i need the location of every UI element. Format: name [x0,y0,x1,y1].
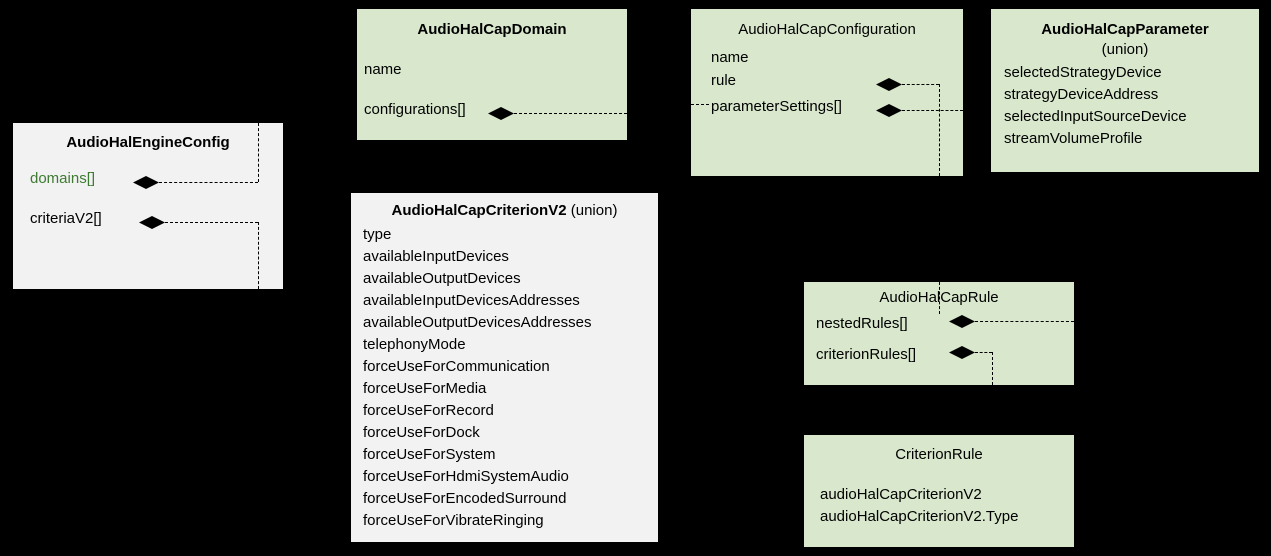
attribute-force-use-for-dock: forceUseForDock [363,424,480,441]
link-rule-vertical-gap [939,176,940,282]
link-nested-rules-horizontal [975,321,1074,322]
attribute-criterion-rules: criterionRules[] [816,346,917,363]
attribute-domains: domains[] [30,170,96,187]
class-box-audio-hal-cap-rule[interactable]: AudioHalCapRule nestedRules[] criterionR… [804,282,1074,385]
composition-diamond-rule [876,78,902,91]
attribute-force-use-for-vibrate-ringing: forceUseForVibrateRinging [363,512,544,529]
attribute-strategy-device-address: strategyDeviceAddress [1004,86,1159,103]
attribute-name: name [364,61,402,78]
attribute-stream-volume-profile: streamVolumeProfile [1004,130,1143,147]
class-box-audio-hal-cap-parameter[interactable]: AudioHalCapParameter (union) selectedStr… [991,9,1259,172]
composition-diamond-nested-rules [949,315,975,328]
attribute-audio-hal-cap-criterion-v2: audioHalCapCriterionV2 [820,486,982,503]
link-criteria-v2-vertical [258,222,259,289]
attribute-available-input-devices-addresses: availableInputDevicesAddresses [363,292,580,309]
class-title-audio-hal-engine-config: AudioHalEngineConfig [66,134,230,151]
link-configurations-horizontal-gap [627,104,691,105]
attribute-rule: rule [711,72,737,89]
attribute-criteria-v2: criteriaV2[] [30,210,102,227]
composition-diamond-configurations [488,107,514,120]
class-title-audio-hal-cap-criterion-v2: AudioHalCapCriterionV2 (union) [351,201,658,221]
link-domains-horizontal [159,182,258,183]
class-box-audio-hal-cap-criterion-v2[interactable]: AudioHalCapCriterionV2 (union) type avai… [351,193,658,542]
class-subtitle-audio-hal-cap-parameter: (union) [1101,41,1149,58]
link-parameter-settings-horizontal [902,110,963,111]
attribute-audio-hal-cap-criterion-v2-type: audioHalCapCriterionV2.Type [820,508,1019,525]
link-rule-vertical-stub [939,282,940,314]
class-title-criterion-rule: CriterionRule [895,446,983,463]
link-criteria-v2-horizontal [165,222,258,223]
attribute-force-use-for-media: forceUseForMedia [363,380,487,397]
attribute-telephony-mode: telephonyMode [363,336,466,353]
attribute-available-output-devices-addresses: availableOutputDevicesAddresses [363,314,592,331]
class-box-criterion-rule[interactable]: CriterionRule audioHalCapCriterionV2 aud… [804,435,1074,547]
link-parameter-settings-horizontal-gap [963,110,991,111]
attribute-force-use-for-hdmi-system-audio: forceUseForHdmiSystemAudio [363,468,569,485]
class-box-audio-hal-cap-domain[interactable]: AudioHalCapDomain name configurations[] [357,9,627,140]
attribute-configuration-name: name [711,49,749,66]
attribute-nested-rules: nestedRules[] [816,315,908,332]
link-configurations-horizontal-stub [691,104,709,105]
link-configurations-horizontal-inner [514,113,627,114]
attribute-available-output-devices: availableOutputDevices [363,270,521,287]
attribute-force-use-for-system: forceUseForSystem [363,446,496,463]
class-title-audio-hal-cap-domain: AudioHalCapDomain [417,21,567,38]
composition-diamond-criteria-v2 [139,216,165,229]
link-criterion-rules-horizontal [975,352,992,353]
link-criterion-rules-vertical [992,352,993,385]
attribute-force-use-for-encoded-surround: forceUseForEncodedSurround [363,490,567,507]
class-box-audio-hal-cap-configuration[interactable]: AudioHalCapConfiguration name rule param… [691,9,963,176]
attribute-force-use-for-communication: forceUseForCommunication [363,358,550,375]
class-title-audio-hal-cap-configuration: AudioHalCapConfiguration [738,21,916,38]
attribute-list-audio-hal-cap-criterion-v2: type availableInputDevices availableOutp… [363,224,591,532]
attribute-selected-strategy-device: selectedStrategyDevice [1004,64,1162,81]
class-title-audio-hal-cap-parameter: AudioHalCapParameter [1041,21,1209,38]
attribute-selected-input-source-device: selectedInputSourceDevice [1004,108,1187,125]
class-box-audio-hal-engine-config[interactable]: AudioHalEngineConfig domains[] criteriaV… [13,123,283,289]
composition-diamond-parameter-settings [876,104,902,117]
attribute-configurations: configurations[] [364,101,466,118]
composition-diamond-domains [133,176,159,189]
link-domains-vertical [258,123,259,182]
attribute-available-input-devices: availableInputDevices [363,248,509,265]
attribute-type: type [363,226,392,243]
class-subtitle-audio-hal-cap-criterion-v2: (union) [570,202,618,219]
attribute-force-use-for-record: forceUseForRecord [363,402,494,419]
composition-diamond-criterion-rules [949,346,975,359]
class-title-text-audio-hal-cap-criterion-v2: AudioHalCapCriterionV2 [391,202,567,219]
link-rule-vertical [939,84,940,176]
link-rule-horizontal [902,84,939,85]
attribute-parameter-settings: parameterSettings[] [711,98,842,115]
